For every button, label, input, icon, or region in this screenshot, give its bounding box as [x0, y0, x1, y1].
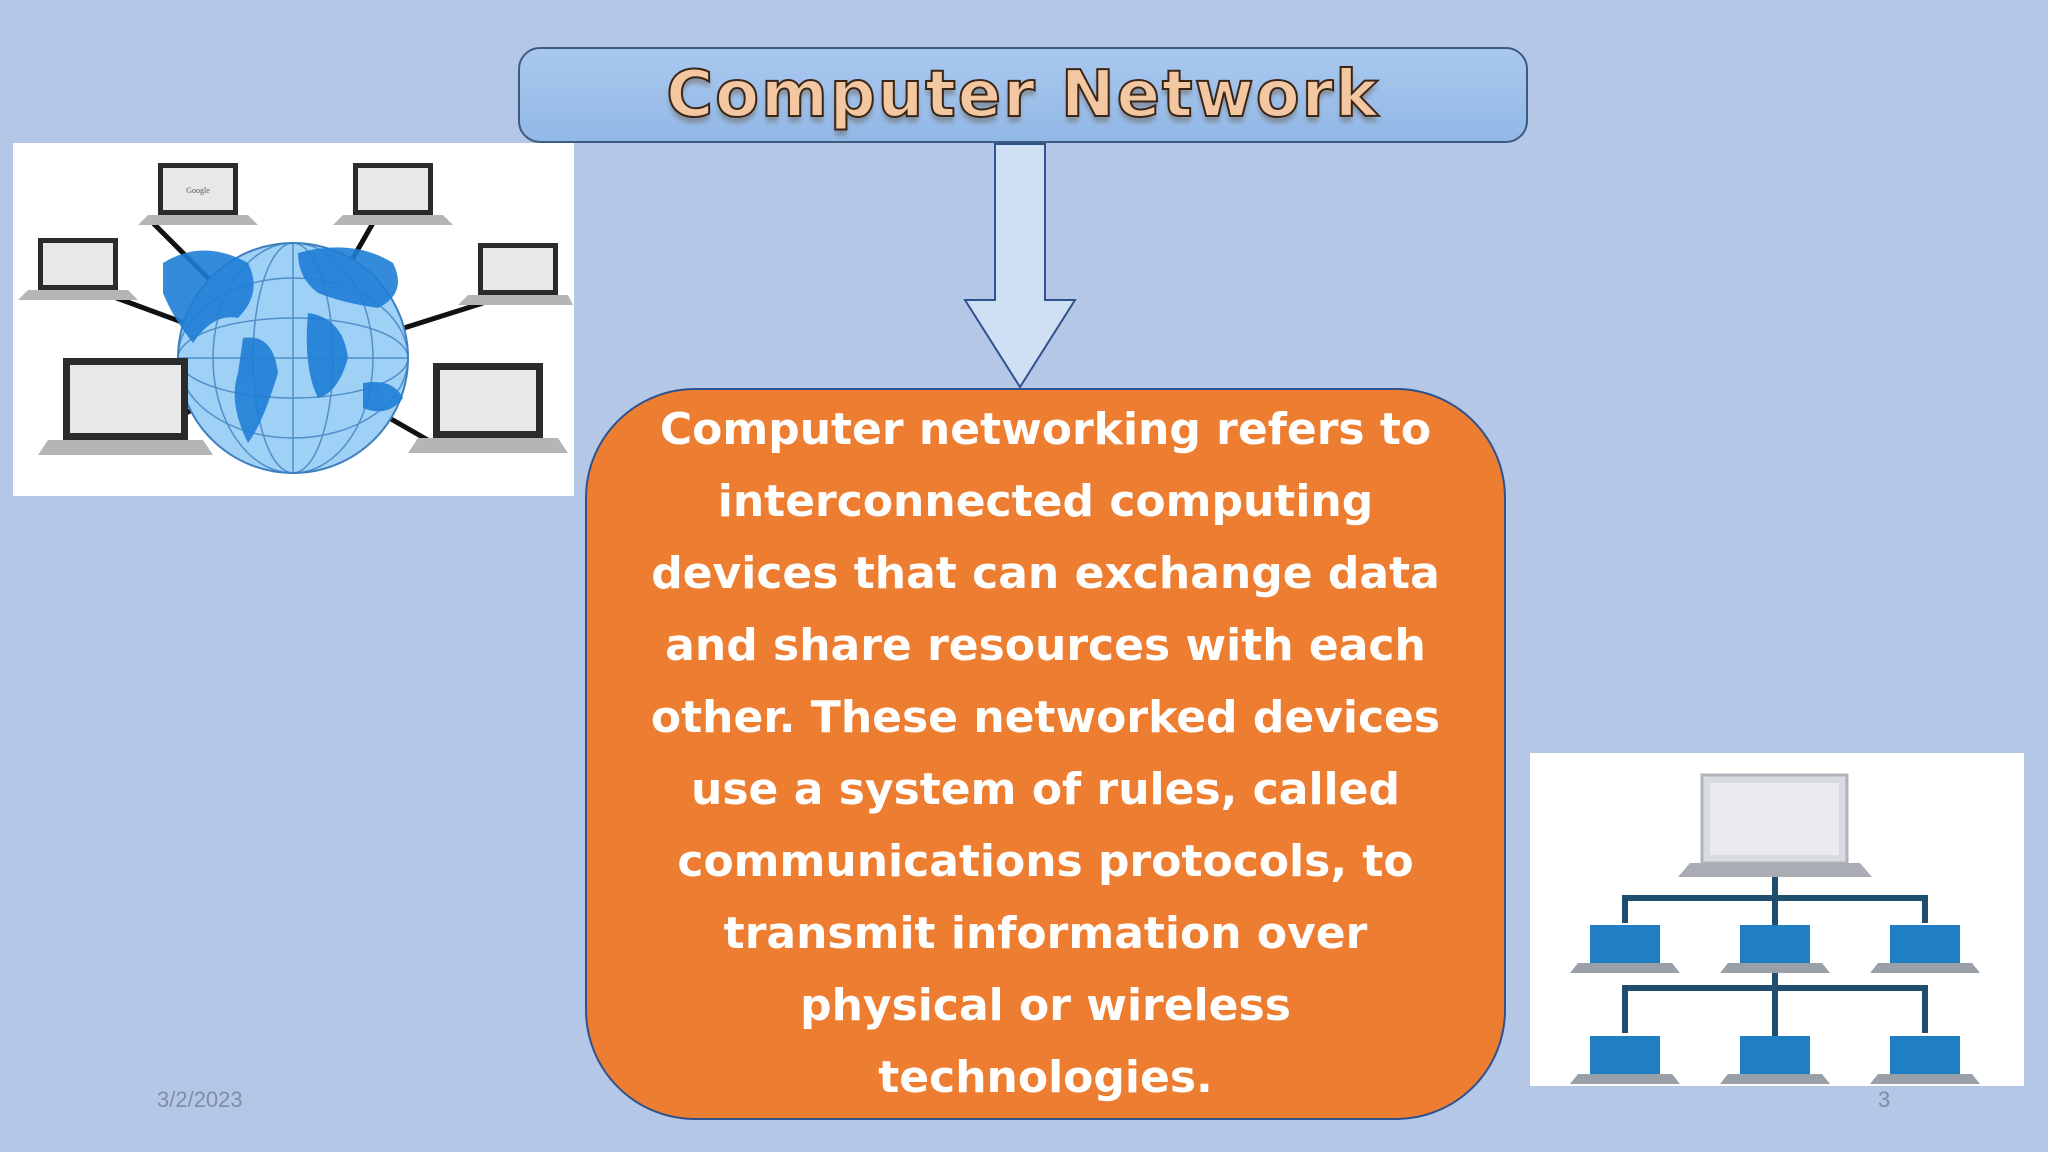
laptop-icon [38, 358, 213, 455]
laptop-icon [458, 243, 573, 305]
svg-text:Google: Google [186, 186, 210, 195]
laptop-icon [1870, 925, 1980, 973]
hierarchy-network-illustration [1570, 773, 1980, 1084]
laptop-icon [408, 363, 568, 453]
definition-text: Computer networking refers to interconne… [650, 404, 1441, 1103]
laptop-icon [1870, 1036, 1980, 1084]
title-banner: Computer Network [518, 47, 1528, 143]
slide-date: 3/2/2023 [157, 1087, 243, 1112]
laptop-icon [333, 163, 453, 225]
laptop-icon [1570, 1036, 1680, 1084]
globe-network-image: Google [13, 143, 574, 496]
tree-network-image [1530, 753, 2024, 1086]
laptop-icon [1720, 925, 1830, 973]
slide-title: Computer Network [665, 57, 1380, 133]
slide-number: 3 [1878, 1087, 1891, 1112]
laptop-icon [1570, 925, 1680, 973]
laptop-icon [18, 238, 138, 300]
laptop-icon: Google [138, 163, 258, 225]
laptop-icon [1720, 1036, 1830, 1084]
down-arrow-icon [963, 143, 1077, 389]
definition-box: Computer networking refers to interconne… [585, 388, 1506, 1120]
globe-laptops-illustration: Google [18, 163, 573, 474]
